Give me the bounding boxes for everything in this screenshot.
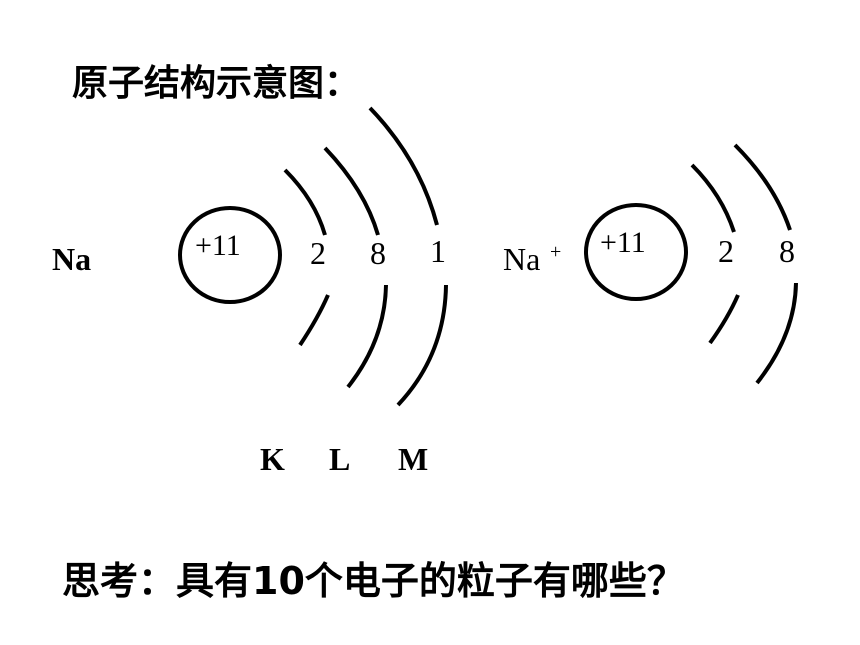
sodium-ion-shell-l-arc-lower — [755, 282, 798, 385]
sodium-ion-symbol: Na — [503, 241, 540, 277]
sodium-atom-shell-l-arc-lower — [346, 284, 388, 389]
sodium-ion-shell-l-arc-upper — [733, 143, 792, 231]
sodium-ion-shell-k-electrons: 2 — [718, 233, 734, 269]
sodium-ion-shell-k-arc-upper — [690, 163, 736, 233]
shell-label-k: K — [260, 441, 285, 477]
sodium-atom-shell-m-arc-upper — [368, 106, 439, 226]
sodium-atom-nucleus-charge: +11 — [195, 229, 241, 262]
sodium-atom-symbol: Na — [52, 241, 91, 277]
sodium-ion-charge: + — [550, 241, 561, 263]
sodium-atom-nucleus — [178, 206, 282, 304]
discussion-question: 思考：具有10个电子的粒子有哪些？ — [62, 559, 685, 603]
diagram-title: 原子结构示意图： — [72, 63, 361, 104]
sodium-atom-shell-m-electrons: 1 — [430, 233, 446, 269]
sodium-atom-shell-k-arc-lower — [298, 294, 330, 347]
sodium-atom-shell-m-arc-lower — [396, 284, 448, 407]
sodium-atom-shell-k-arc-upper — [283, 168, 327, 236]
sodium-ion-shell-k-arc-lower — [708, 294, 740, 345]
sodium-ion-nucleus — [584, 203, 688, 301]
shell-label-l: L — [329, 441, 350, 477]
sodium-atom-shell-l-arc-upper — [323, 146, 380, 236]
sodium-atom-shell-l-electrons: 8 — [370, 235, 386, 271]
sodium-atom-diagram: Na +11 2 8 1 K L M — [52, 106, 448, 477]
sodium-atom-shell-k-electrons: 2 — [310, 235, 326, 271]
shell-label-m: M — [398, 441, 428, 477]
sodium-ion-nucleus-charge: +11 — [600, 226, 646, 259]
sodium-ion-diagram: Na + +11 2 8 — [503, 143, 798, 385]
sodium-ion-shell-l-electrons: 8 — [779, 233, 795, 269]
